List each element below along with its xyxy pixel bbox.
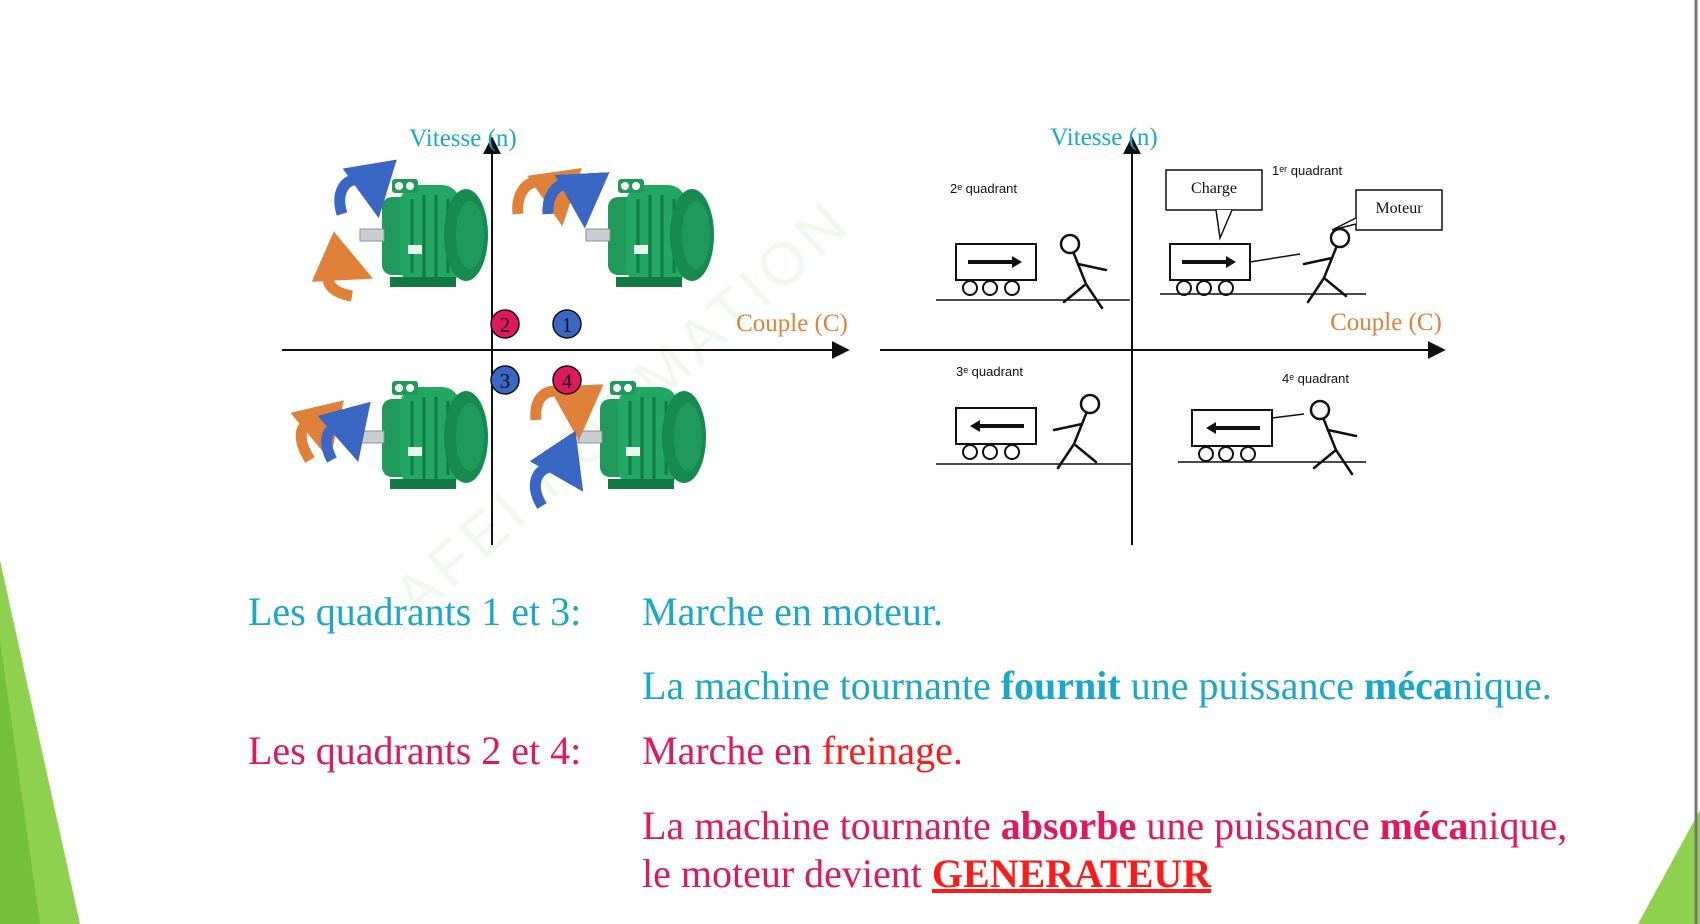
cart-q3 — [955, 407, 1037, 460]
blue-arrow-q3 — [317, 401, 371, 463]
fournit-emphasis: fournit — [1000, 663, 1121, 708]
rope-q1 — [1249, 253, 1301, 263]
quadrant-1-badge — [552, 309, 582, 339]
blue-arrow-q1 — [542, 172, 610, 229]
right-green-accent — [1638, 0, 1700, 924]
person-q1 — [1302, 227, 1351, 304]
orange-arrow-q2 — [311, 231, 374, 302]
cart-q2 — [955, 243, 1037, 296]
q3-label: 3ᵉ quadrant — [956, 364, 1023, 379]
q4-label: 4ᵉ quadrant — [1282, 371, 1349, 386]
blue-arrow-q4 — [529, 430, 584, 509]
blue-arrow-q2 — [334, 159, 397, 219]
orange-arrow-q4 — [530, 384, 604, 441]
x-axis-label: Couple (C) — [736, 310, 848, 337]
person-q4 — [1309, 399, 1358, 476]
moteur-label: Moteur — [1375, 200, 1423, 217]
y-axis-label: Vitesse (n) — [409, 125, 517, 152]
absorbe-emphasis: absorbe — [1000, 803, 1137, 848]
charge-callout-pointer — [1215, 209, 1233, 241]
quadrant-1-number: 1 — [562, 313, 573, 337]
quadrant-4-number: 4 — [562, 369, 573, 393]
motor-q3 — [358, 379, 490, 491]
moteur-callout-pointer — [1331, 217, 1357, 231]
person-q2 — [1059, 233, 1108, 310]
quadrant-4-badge — [552, 365, 582, 395]
quadrants-2-4-description: La machine tournante absorbe une puissan… — [642, 803, 1568, 848]
person-q3 — [1052, 393, 1101, 470]
motor-q1 — [584, 177, 716, 289]
quadrants-2-4-label: Les quadrants 2 et 4: — [248, 728, 582, 773]
moteur-callout — [1355, 189, 1443, 231]
left-quadrant-diagram: Vitesse (n) Couple (C) 1 2 3 4 — [282, 125, 850, 545]
quadrants-1-3-label: Les quadrants 1 et 3: — [248, 589, 582, 634]
quadrant-3-badge — [490, 365, 520, 395]
quadrant-3-number: 3 — [500, 369, 511, 393]
quadrant-2-number: 2 — [500, 313, 511, 337]
motor-q4 — [576, 379, 708, 491]
cart-q4 — [1191, 409, 1273, 462]
q2-label: 2ᵉ quadrant — [950, 181, 1017, 196]
q1-label: 1ᵉʳ quadrant — [1272, 163, 1342, 178]
quadrants-2-4-mode: Marche en freinage. — [642, 728, 963, 773]
cart-q1 — [1169, 243, 1251, 296]
right-x-axis-label: Couple (C) — [1330, 309, 1442, 336]
meca-emphasis-1: méca — [1364, 663, 1453, 708]
freinage-word: freinage — [821, 728, 953, 773]
meca-emphasis-2: méca — [1379, 803, 1469, 848]
generateur-line: le moteur devient GENERATEUR — [642, 851, 1212, 896]
charge-callout — [1165, 169, 1263, 211]
quadrant-2-badge — [490, 309, 520, 339]
charge-label: Charge — [1191, 180, 1237, 197]
rope-q4 — [1271, 413, 1305, 419]
quadrants-1-3-description: La machine tournante fournit une puissan… — [642, 663, 1552, 708]
right-quadrant-diagram: Vitesse (n) Couple (C) 2ᵉ quadrant 1ᵉʳ q… — [880, 124, 1446, 545]
quadrants-1-3-mode: Marche en moteur. — [642, 589, 943, 634]
generateur-word: GENERATEUR — [931, 851, 1212, 896]
right-y-axis-label: Vitesse (n) — [1050, 124, 1158, 151]
left-green-accent — [0, 560, 80, 924]
